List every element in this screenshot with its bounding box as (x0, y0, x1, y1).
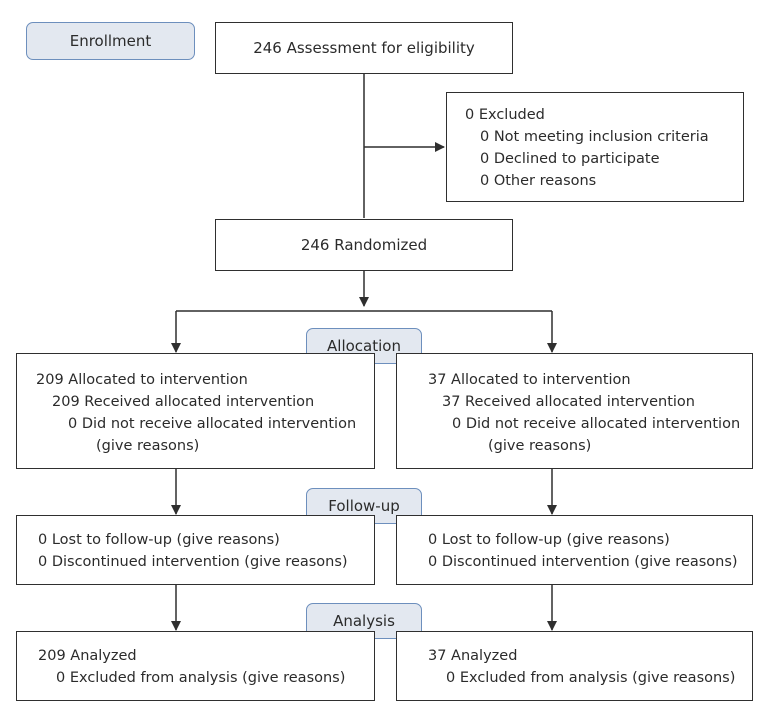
stage-enrollment: Enrollment (26, 22, 195, 60)
left-lost: 0 Lost to follow-up (give reasons) (38, 532, 280, 548)
left-not-received: 0 Did not receive allocated intervention (68, 416, 357, 432)
left-allocation-box: 209 Allocated to intervention 209 Receiv… (16, 353, 375, 469)
excluded-item: 0 Not meeting inclusion criteria (480, 129, 709, 145)
randomized-box: 246 Randomized (215, 219, 513, 271)
right-allocation-box: 37 Allocated to intervention 37 Received… (396, 353, 753, 469)
right-allocated: 37 Allocated to intervention (428, 372, 631, 388)
stage-analysis-label: Analysis (333, 612, 395, 630)
left-give-reasons: (give reasons) (96, 438, 200, 454)
stage-enrollment-label: Enrollment (69, 32, 152, 50)
stage-follow-up-label: Follow-up (328, 497, 400, 515)
assessment-text: 246 Assessment for eligibility (253, 39, 475, 57)
excluded-item: 0 Declined to participate (480, 151, 660, 167)
left-analyzed: 209 Analyzed (38, 648, 137, 664)
left-analysis-box: 209 Analyzed 0 Excluded from analysis (g… (16, 631, 375, 701)
left-received: 209 Received allocated intervention (52, 394, 315, 410)
right-analysis-box: 37 Analyzed 0 Excluded from analysis (gi… (396, 631, 753, 701)
assessment-box: 246 Assessment for eligibility (215, 22, 513, 74)
right-excluded-analysis: 0 Excluded from analysis (give reasons) (446, 670, 736, 686)
excluded-item: 0 Other reasons (480, 173, 597, 189)
left-excluded-analysis: 0 Excluded from analysis (give reasons) (56, 670, 346, 686)
left-allocated: 209 Allocated to intervention (36, 372, 248, 388)
right-give-reasons: (give reasons) (488, 438, 592, 454)
right-follow-up-box: 0 Lost to follow-up (give reasons) 0 Dis… (396, 515, 753, 585)
randomized-text: 246 Randomized (300, 236, 428, 254)
excluded-title: 0 Excluded (465, 107, 545, 123)
left-discontinued: 0 Discontinued intervention (give reason… (38, 554, 348, 570)
excluded-box: 0 Excluded 0 Not meeting inclusion crite… (446, 92, 744, 202)
right-received: 37 Received allocated intervention (442, 394, 695, 410)
right-lost: 0 Lost to follow-up (give reasons) (428, 532, 670, 548)
right-not-received: 0 Did not receive allocated intervention (452, 416, 741, 432)
left-follow-up-box: 0 Lost to follow-up (give reasons) 0 Dis… (16, 515, 375, 585)
stage-allocation-label: Allocation (327, 337, 401, 355)
right-analyzed: 37 Analyzed (428, 648, 518, 664)
right-discontinued: 0 Discontinued intervention (give reason… (428, 554, 738, 570)
